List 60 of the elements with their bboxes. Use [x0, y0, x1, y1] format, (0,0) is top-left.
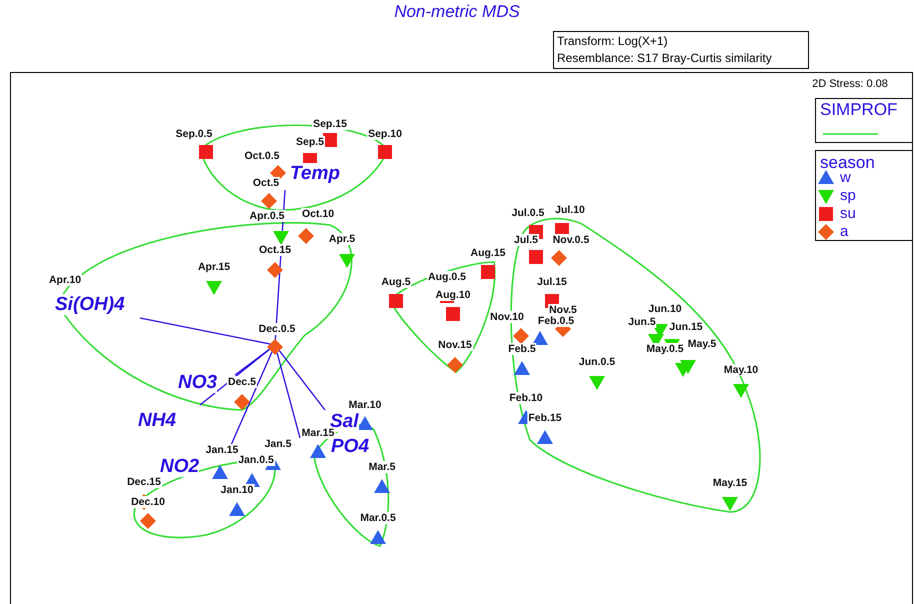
info-text: Resemblance: S17 Bray-Curtis similarity	[557, 51, 772, 65]
point-label: Mar.0.5	[359, 512, 397, 524]
point-label: Nov.5	[548, 304, 578, 316]
point-label: Oct.5	[252, 177, 280, 189]
point-label: Aug.15	[470, 247, 506, 259]
point-label: Mar.15	[300, 427, 336, 439]
point-label: Aug.5	[380, 276, 412, 288]
point-label: Jun.10	[647, 303, 683, 315]
point-label: Nov.10	[489, 311, 525, 323]
point-label: Jan.0.5	[237, 454, 275, 466]
point-label: Jul.5	[513, 234, 539, 246]
chart-title: Non-metric MDS	[394, 2, 520, 22]
point-label: Oct.10	[300, 208, 336, 220]
point-label: Jan.10	[220, 484, 254, 496]
point-label: Jun.15	[668, 321, 704, 333]
info-text: Transform: Log(X+1)	[557, 34, 668, 48]
point-label: Jul.15	[536, 276, 568, 288]
point-label: May.5	[686, 338, 718, 350]
legend-label: su	[840, 205, 856, 222]
point-label: Jan.15	[204, 444, 240, 456]
legend-label: sp	[840, 187, 856, 204]
point-label: Aug.10	[434, 289, 472, 301]
point-label: Sep.10	[367, 128, 403, 140]
point-label: Feb.15	[527, 412, 563, 424]
point-label: Apr.10	[48, 274, 82, 286]
stress-value: 2D Stress: 0.08	[812, 78, 888, 90]
point-label: Jun.0.5	[578, 356, 616, 368]
point-label: Apr.5	[328, 233, 356, 245]
point-label: Dec.5	[226, 376, 258, 388]
point-label: Sep.0.5	[174, 128, 214, 140]
point-label: Jul.10	[554, 204, 586, 216]
vector-label: Temp	[290, 163, 340, 184]
point-label: May.10	[722, 364, 760, 376]
point-label: May.15	[712, 477, 748, 489]
point-label: Oct.0.5	[243, 150, 281, 162]
point-label: Oct.15	[258, 244, 292, 256]
point-label: May.0.5	[645, 343, 685, 355]
point-label: Aug.0.5	[427, 271, 467, 283]
point-label: Feb.0.5	[536, 315, 576, 327]
point-label: Jun.5	[627, 316, 657, 328]
legend-label: SIMPROF	[820, 100, 898, 120]
vector-label: NO2	[160, 456, 200, 477]
point-label: Feb.5	[507, 343, 537, 355]
point-label: Dec.15	[126, 476, 162, 488]
vector-label: Si(OH)4	[55, 294, 125, 315]
vector-label: NO3	[178, 372, 218, 393]
point-label: Mar.5	[368, 461, 396, 473]
point-label: Apr.0.5	[248, 210, 286, 222]
point-label: Jan.5	[264, 438, 292, 450]
point-label: Dec.10	[130, 496, 166, 508]
point-label: Apr.15	[196, 261, 232, 273]
point-label: Sep.15	[312, 118, 348, 130]
legend-label: a	[840, 223, 848, 240]
point-label: Nov.0.5	[552, 234, 590, 246]
point-label: Mar.10	[348, 399, 382, 411]
point-label: Dec.0.5	[258, 323, 296, 335]
point-label: Nov.15	[437, 339, 473, 351]
point-label: Feb.10	[508, 392, 544, 404]
point-label: Jul.0.5	[510, 207, 546, 219]
point-label: Sep.5	[295, 136, 325, 148]
